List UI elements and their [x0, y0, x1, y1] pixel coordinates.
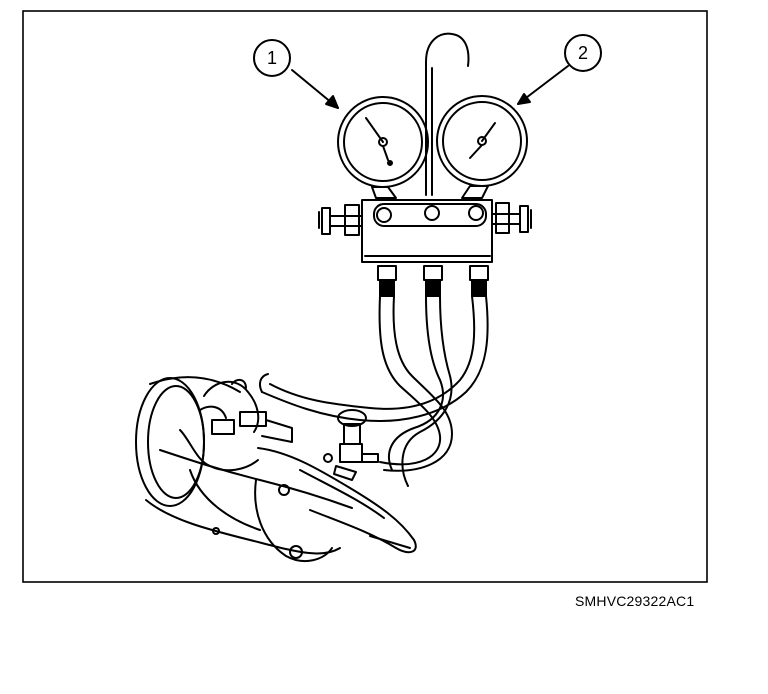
low-side-valve-knob	[318, 204, 363, 236]
hose-fittings	[377, 265, 489, 297]
callout-2-number: 2	[578, 43, 588, 63]
callout-1-leader	[291, 69, 339, 109]
ac-compressor	[135, 376, 417, 563]
callout-1: 1	[253, 39, 291, 77]
high-pressure-gauge	[436, 95, 528, 199]
figure-border	[22, 10, 708, 583]
low-pressure-gauge	[337, 96, 429, 199]
callout-1-number: 1	[267, 48, 277, 68]
callout-2-leader	[517, 65, 569, 105]
hanger-hook	[425, 32, 470, 196]
high-side-valve-knob	[491, 202, 532, 234]
manifold-block	[361, 199, 493, 263]
service-port-valve	[323, 409, 379, 481]
service-hoses	[259, 295, 489, 487]
figure-code: SMHVC29322AC1	[575, 593, 695, 609]
callout-2: 2	[564, 34, 602, 72]
